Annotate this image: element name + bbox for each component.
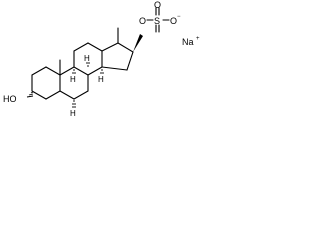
- atom-label-s: S: [154, 16, 160, 26]
- bond-ring-a-1: [45, 66, 61, 76]
- hash-bond-c8-h: [86, 62, 90, 67]
- bond-ring-d-2: [117, 42, 134, 53]
- hash-bond-c14-h: [100, 69, 104, 74]
- hash-bond-c9-h: [72, 69, 76, 74]
- wedge-bond-c17-o: [133, 34, 143, 52]
- charge-minus: −: [177, 14, 181, 20]
- bond-ring-a-3: [45, 90, 61, 100]
- atom-label-ho: HO: [3, 94, 17, 104]
- hash-bond-c3-oh: [26, 91, 34, 98]
- hash-bond-c5-h: [72, 100, 76, 108]
- bond-ring-d-1: [101, 42, 119, 52]
- atom-label-o-top: O: [154, 0, 161, 10]
- bond-ring-d-3: [126, 51, 134, 71]
- bond-ring-b-4: [73, 90, 89, 100]
- atom-label-h-c8: H: [84, 54, 90, 63]
- bond-ring-a-4: [31, 90, 47, 100]
- atom-label-h-c14: H: [98, 75, 104, 84]
- bond-ring-d-4: [101, 66, 128, 71]
- atom-label-h-c9: H: [70, 75, 76, 84]
- bond-ring-b-2: [73, 66, 89, 76]
- bond-ring-a-6: [31, 66, 47, 76]
- bond-ring-c-3: [87, 42, 103, 52]
- bond-ring-c-2: [73, 42, 89, 52]
- bond-ring-c-5: [87, 66, 103, 76]
- atom-label-na: Na: [182, 37, 194, 47]
- bond-ring-b-1: [59, 66, 75, 76]
- atom-label-o-link: O: [139, 16, 146, 26]
- bond-ring-b-5: [59, 90, 75, 100]
- charge-plus: +: [196, 36, 200, 42]
- atom-label-h-c5: H: [70, 109, 76, 118]
- atom-label-o-right: O: [170, 16, 177, 26]
- steroid-sulfate-structure: HO H H H H O S O O − Na +: [3, 0, 200, 118]
